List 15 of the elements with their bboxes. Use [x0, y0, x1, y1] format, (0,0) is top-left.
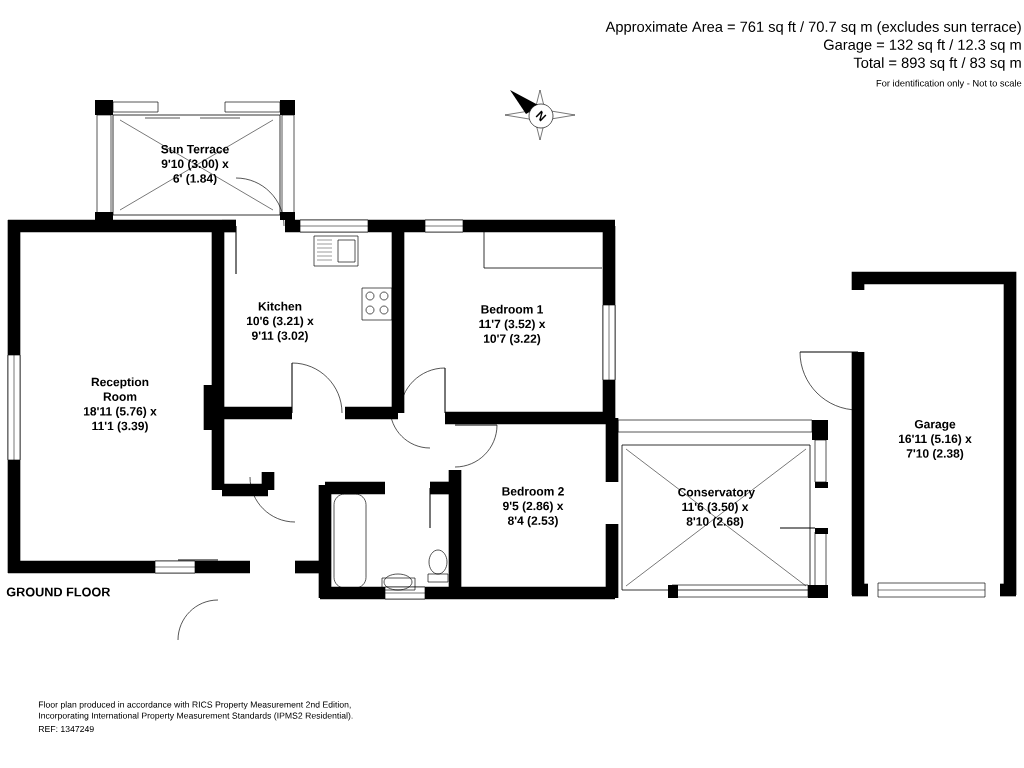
reference-text: REF: 1347249: [39, 725, 94, 733]
area-text: Total = 893 sq ft / 83 sq m: [853, 57, 1021, 71]
area-text: Approximate Area = 761 sq ft / 70.7 sq m (excludes sun terrace): [605, 21, 1021, 35]
room: Garage 16'11 (5.16) x 7'10 (2.38): [898, 419, 972, 461]
room: Reception Room 18'11 (5.76) x 11'1 (3.39): [83, 377, 157, 433]
room: Conservatory 11'6 (3.50) x 8'10 (2.68): [678, 487, 755, 529]
room: Kitchen 10'6 (3.21) x 9'11 (3.02): [246, 301, 314, 343]
footer-note: Floor plan produced in accordance with RICS Property Measurement 2nd Edition, Incorporating International Property Measurement Standards (IPMS2 Residential).: [39, 701, 353, 721]
floor-title: GROUND FLOOR: [6, 587, 111, 597]
area-text: Garage = 132 sq ft / 12.3 sq m: [823, 39, 1021, 53]
room: Bedroom 2 9'5 (2.86) x 8'4 (2.53): [502, 486, 564, 528]
disclaimer-text: For identification only - Not to scale: [876, 79, 1022, 89]
room: Sun Terrace 9'10 (3.00) x 6' (1.84): [161, 144, 229, 186]
compass-letter: N: [535, 110, 547, 122]
room: Bedroom 1 11'7 (3.52) x 10'7 (3.22): [479, 304, 546, 346]
